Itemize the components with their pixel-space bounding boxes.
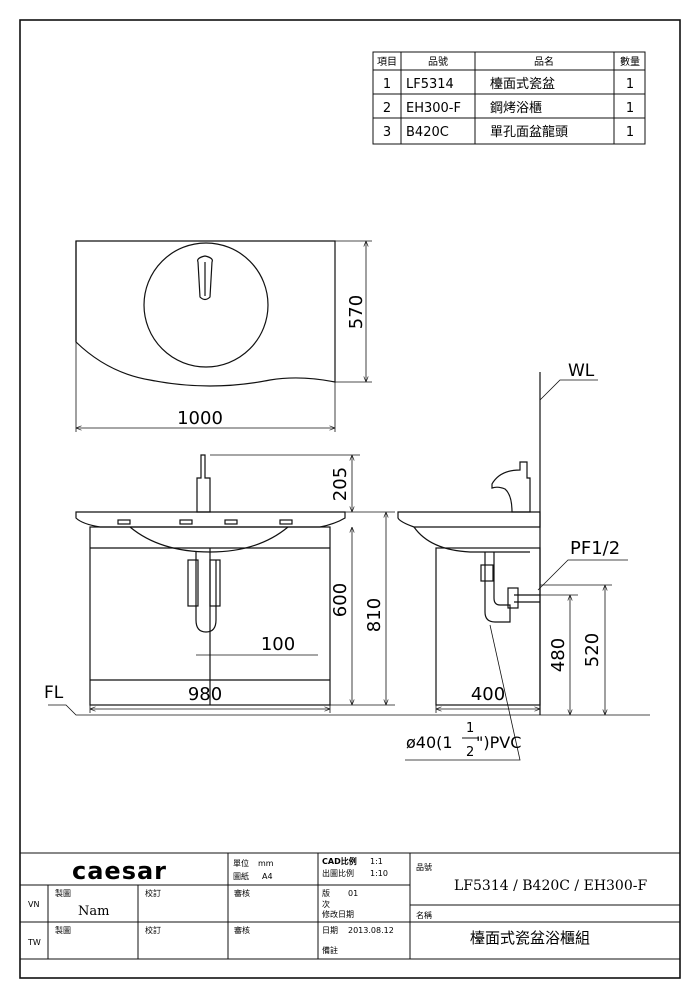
label-pvc: ø40(1 1 2 ")PVC (406, 721, 521, 760)
brand-logo: caesar (72, 857, 167, 885)
draw-vn-name: Nam (78, 904, 109, 919)
print-value: 1:10 (370, 869, 388, 878)
table-header-name: 品名 (534, 55, 554, 68)
label-fl: FL (44, 683, 64, 703)
side-view (397, 372, 541, 715)
dim-supply-480: 480 (548, 638, 569, 672)
parts-table (372, 51, 646, 145)
draw-label-vn: 製圖 (55, 888, 71, 898)
dim-cabinet-width: 980 (188, 684, 222, 705)
tw-label: TW (27, 938, 41, 947)
label-pf: PF1/2 (570, 538, 620, 559)
cad-value: 1:1 (370, 857, 383, 866)
table-header-qty: 數量 (620, 55, 640, 68)
check-label-tw: 校訂 (145, 925, 161, 935)
date-label: 日期 (322, 926, 338, 935)
review-label-tw: 審核 (234, 925, 250, 935)
name-label: 名稱 (416, 910, 432, 920)
modify-label: 修改日期 (322, 909, 354, 919)
table-row-2-code: EH300-F (406, 101, 461, 116)
print-label: 出圖比例 (322, 868, 354, 878)
table-row-3-name: 單孔面盆龍頭 (490, 124, 568, 140)
remark-label: 備註 (322, 945, 338, 955)
table-row-1-no: 1 (383, 77, 391, 92)
basin-bowl-top (143, 242, 269, 368)
unit-label: 單位 (233, 858, 249, 868)
version-value: 01 (348, 889, 358, 898)
table-row-2-name: 鋼烤浴櫃 (490, 101, 542, 116)
table-row-3-qty: 1 (626, 125, 634, 140)
faucet-top (197, 255, 213, 301)
svg-text:ø40(1: ø40(1 (406, 733, 453, 752)
svg-text:1: 1 (466, 721, 474, 736)
version-label: 版 (322, 888, 330, 898)
dim-faucet-height: 205 (330, 467, 351, 501)
date-value: 2013.08.12 (348, 926, 394, 935)
paper-label: 圖紙 (233, 871, 249, 881)
table-row-2-no: 2 (383, 101, 391, 116)
table-row-1-qty: 1 (626, 77, 634, 92)
check-label-vn: 校訂 (145, 888, 161, 898)
unit-value: mm (258, 859, 274, 868)
table-row-2-qty: 1 (626, 101, 634, 116)
table-row-3-code: B420C (406, 125, 449, 140)
review-label-vn: 審核 (234, 888, 250, 898)
dim-top-depth: 570 (346, 295, 367, 329)
item-no-value: LF5314 / B420C / EH300-F (454, 878, 647, 894)
label-wl: WL (568, 361, 595, 381)
dim-top-width: 1000 (177, 408, 223, 429)
svg-text:")PVC: ")PVC (476, 733, 521, 752)
cad-label: CAD比例 (322, 856, 357, 866)
dim-drain-offset: 100 (261, 634, 295, 655)
paper-value: A4 (262, 872, 273, 881)
dim-supply-520: 520 (582, 633, 603, 667)
top-view (75, 240, 336, 387)
dim-side-depth: 400 (471, 684, 505, 705)
table-row-1-name: 檯面式瓷盆 (490, 77, 555, 92)
times-label: 次 (322, 899, 330, 909)
front-view (75, 454, 346, 706)
table-header-no: 項目 (377, 56, 397, 68)
svg-text:2: 2 (466, 745, 474, 760)
dim-cabinet-height: 600 (330, 583, 351, 617)
draw-label-tw: 製圖 (55, 925, 71, 935)
product-name: 檯面式瓷盆浴櫃組 (470, 929, 590, 947)
sheet-border (19, 19, 681, 979)
dim-total-height: 810 (364, 598, 385, 632)
vn-label: VN (28, 900, 39, 909)
title-block (19, 852, 681, 960)
table-header-code: 品號 (428, 55, 448, 68)
table-row-3-no: 3 (383, 125, 391, 140)
table-row-1-code: LF5314 (406, 77, 454, 92)
item-no-label: 品號 (416, 862, 432, 872)
